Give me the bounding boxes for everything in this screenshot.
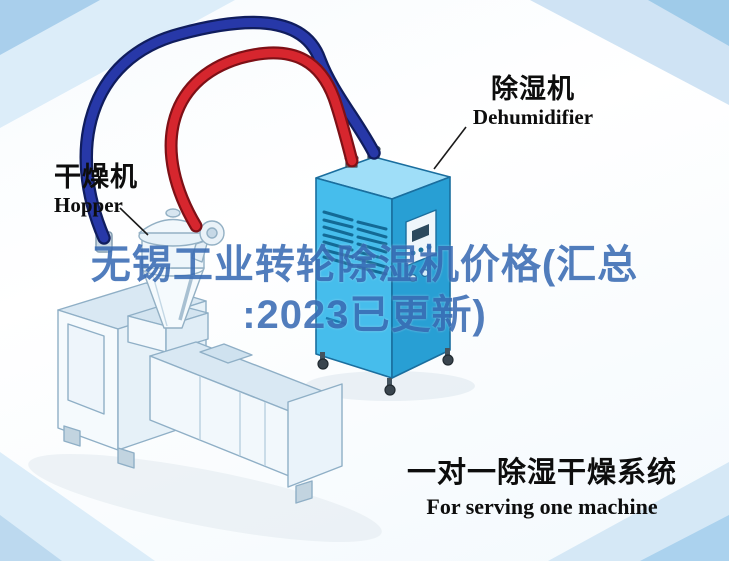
corner-top-left-dark [0, 0, 100, 55]
side-knob-2 [421, 269, 430, 278]
hopper-label-en: Hopper [54, 193, 123, 218]
front-logo-mark [325, 316, 347, 326]
side-knob-1 [409, 274, 418, 283]
dehumidifier-illustration [315, 145, 454, 396]
hopper-label-cn: 干燥机 [54, 162, 138, 192]
leader-lines [119, 126, 467, 236]
hopper-lid-cap [165, 208, 181, 218]
caster-wheels [317, 348, 454, 396]
barrel-clamp [199, 343, 253, 364]
machine-foot-1 [63, 425, 81, 447]
blower-hub [206, 227, 218, 239]
front-vent-grid [322, 210, 388, 276]
wheel-3 [442, 354, 454, 366]
dehumidifier-label-en: Dehumidifier [472, 105, 594, 130]
watermark-line1: 无锡工业转轮除湿机价格(汇总 [90, 243, 639, 287]
caption-group: 一对一除湿干燥系统 For serving one machine [392, 449, 692, 520]
hopper-sightglass [178, 275, 194, 321]
wheel-stem-2 [387, 378, 392, 386]
red-return-hose [164, 46, 359, 233]
caption-cn: 一对一除湿干燥系统 [406, 457, 677, 489]
corner-bottom-right-dark [640, 515, 729, 561]
panel-display [412, 224, 429, 242]
dehumidifier-label-group: 除湿机 Dehumidifier [458, 74, 608, 130]
corner-top-right-light [530, 0, 729, 105]
hopper-body-bottom-arc [141, 267, 205, 277]
panel-button-1 [410, 250, 416, 256]
machine-foot-3 [295, 480, 313, 504]
corner-bottom-left-light [0, 452, 155, 561]
wheel-1 [317, 358, 329, 370]
watermark: 无锡工业转轮除湿机价格(汇总 :2023已更新) [0, 240, 729, 340]
hopper-leader-line [119, 207, 149, 236]
corner-bottom-right-light [548, 462, 729, 561]
watermark-line2: :2023已更新) [242, 293, 487, 337]
end-flange [287, 383, 343, 488]
dehumidifier-label-cn: 除湿机 [491, 74, 575, 104]
caption-en: For serving one machine [426, 494, 658, 519]
hopper-label-group: 干燥机 Hopper [54, 162, 144, 218]
hopper-cone-shade [151, 271, 168, 327]
wheel-stem-3 [445, 348, 450, 356]
extruder-door [67, 323, 105, 415]
corner-top-right-dark [648, 0, 729, 46]
wheel-stem-1 [320, 352, 325, 360]
panel-button-3 [426, 244, 432, 250]
corner-bottom-left-dark [0, 515, 62, 561]
extruder-shadow [28, 454, 382, 542]
machine-foot-2 [117, 447, 135, 469]
panel-button-2 [418, 247, 424, 253]
dehumidifier-leader-line [433, 126, 467, 170]
red-hose-body [166, 48, 357, 231]
wheel-2 [384, 384, 396, 396]
